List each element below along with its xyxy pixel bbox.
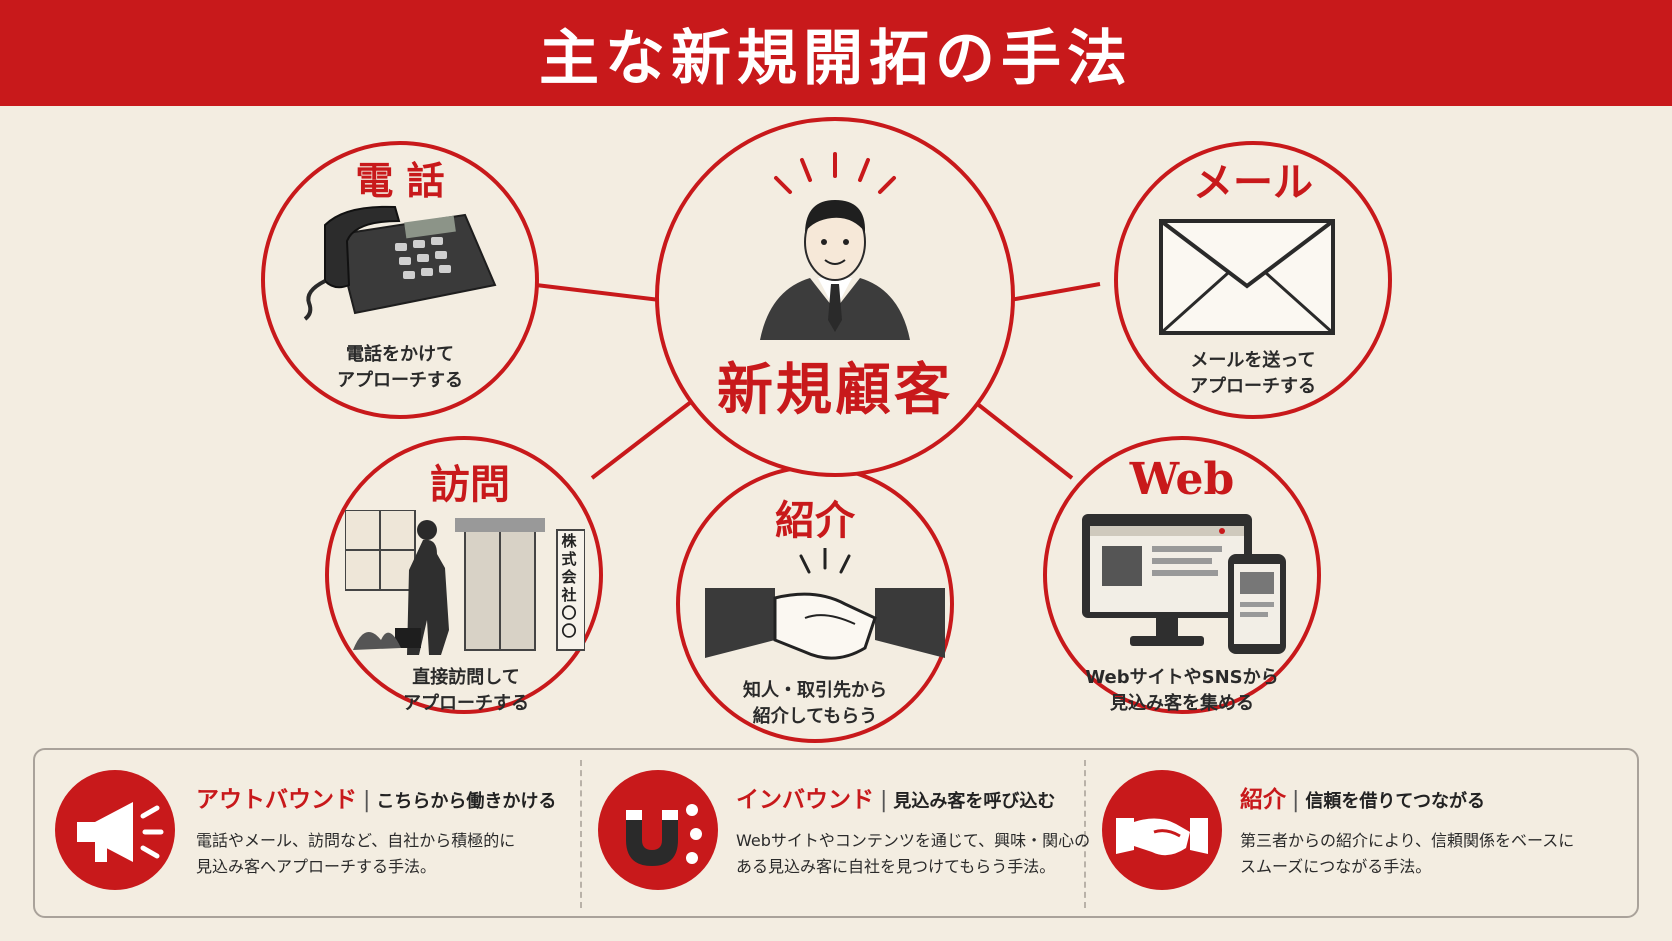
referral-desc-line2: 紹介してもらう (752, 706, 878, 727)
referral-desc-line1: 第三者からの紹介により、信頼関係をベースに (1240, 831, 1575, 850)
handshake-badge-icon (1116, 818, 1208, 856)
inbound-separator: | (880, 788, 888, 813)
web-desc-line2: 見込み客を集める (1110, 693, 1254, 714)
node-circle-phone (261, 141, 539, 419)
visit-desc-line1: 直接訪問して (412, 667, 520, 688)
phone-desc-line2: アプローチする (337, 370, 463, 391)
office-visit-icon (345, 510, 585, 655)
node-circle-mail (1114, 141, 1392, 419)
center-label: 新規顧客 (717, 357, 953, 423)
node-circle-web (1043, 436, 1321, 714)
visit-desc-line2: アプローチする (403, 693, 529, 714)
title-banner (0, 0, 1672, 106)
node-circle-visit (325, 436, 603, 714)
inbound-desc-line2: ある見込み客に自社を見つけてもらう手法。 (736, 857, 1056, 876)
outbound-name: アウトバウンド (196, 787, 357, 813)
web-desc-line1: WebサイトやSNSから (1085, 667, 1279, 688)
page-title: 主な新規開拓の手法 (539, 23, 1133, 94)
businessman-icon (760, 152, 910, 340)
computer-and-phone-icon (1082, 514, 1286, 654)
category-divider-1 (580, 760, 582, 908)
outbound-separator: | (363, 788, 371, 813)
outbound-tagline: こちらから働きかける (376, 791, 557, 812)
mail-desc-line1: メールを送って (1190, 350, 1316, 371)
outbound-desc-line2: 見込み客へアプローチする手法。 (196, 857, 437, 876)
connector-web (964, 393, 1074, 480)
referral-desc-line2: スムーズにつながる手法。 (1240, 857, 1432, 876)
megaphone-icon (77, 802, 164, 862)
referral-title: 紹介 (775, 497, 855, 544)
referral-desc-line1: 知人・取引先から (743, 680, 887, 701)
visit-title: 訪問 (430, 461, 510, 508)
outbound-desc-line1: 電話やメール、訪問など、自社から積極的に (196, 831, 516, 850)
phone-desc-line1: 電話をかけて (346, 344, 454, 365)
connector-phone (535, 283, 661, 302)
handshake-icon (705, 548, 945, 660)
envelope-icon (1159, 219, 1335, 335)
inbound-heading: インバウンド|見込み客を呼び込む (736, 780, 1055, 814)
magnet-icon (626, 804, 702, 866)
web-title: Web (1129, 454, 1235, 505)
mail-title: メール (1193, 159, 1313, 206)
referral-separator: | (1292, 788, 1300, 813)
outbound-heading: アウトバウンド|こちらから働きかける (196, 780, 556, 814)
referral-tagline: 信頼を借りてつながる (1305, 791, 1486, 812)
inbound-name: インバウンド (736, 787, 874, 813)
company-sign: 株式会社〇〇 (561, 532, 577, 640)
connector-mail (1009, 282, 1101, 302)
inbound-desc-line1: Webサイトやコンテンツを通じて、興味・関心の (736, 831, 1091, 850)
referral-heading: 紹介|信頼を借りてつながる (1240, 780, 1485, 814)
connector-visit (590, 393, 702, 480)
phone-title: 電 話 (355, 158, 445, 203)
category-panel (33, 748, 1639, 918)
referral-name: 紹介 (1240, 787, 1286, 813)
inbound-tagline: 見込み客を呼び込む (893, 791, 1056, 812)
telephone-icon (303, 205, 497, 321)
mail-desc-line2: アプローチする (1190, 376, 1316, 397)
category-divider-2 (1084, 760, 1086, 908)
